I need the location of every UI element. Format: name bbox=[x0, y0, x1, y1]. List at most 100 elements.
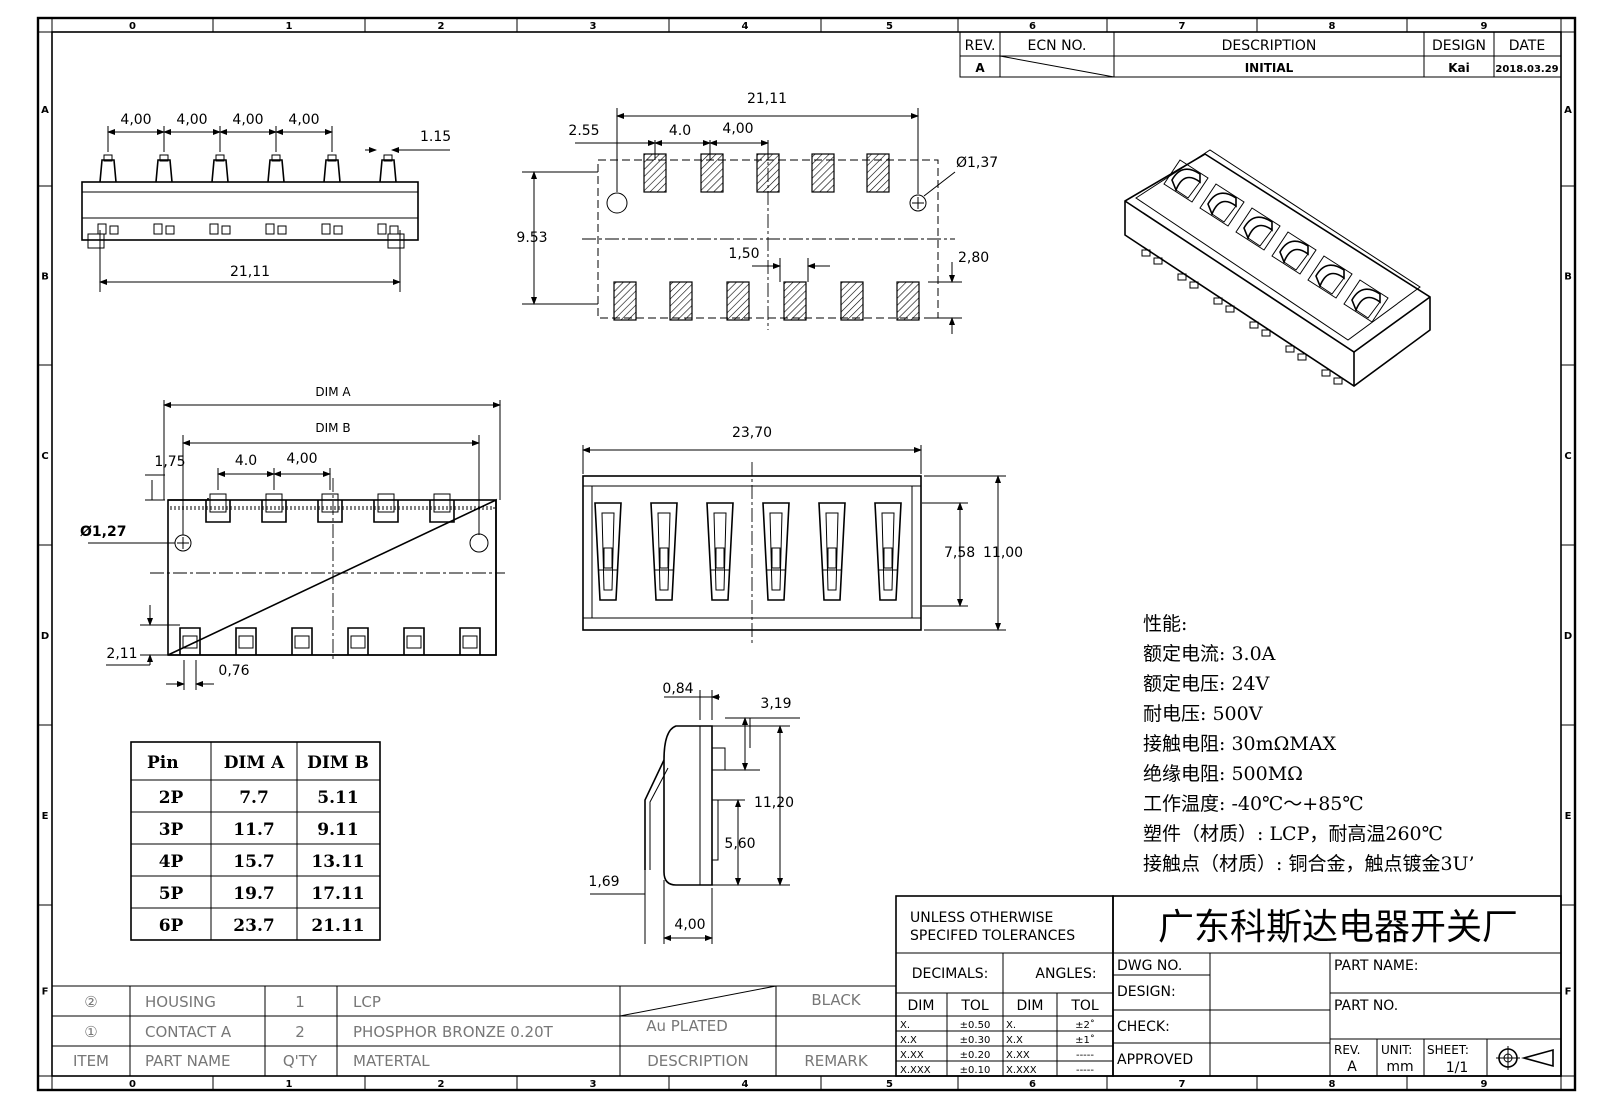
grid-col-label: 9 bbox=[1481, 1079, 1488, 1090]
pin-table-header: Pin bbox=[147, 753, 179, 773]
bom-description-1: Au PLATED bbox=[646, 1017, 728, 1035]
bottom-lead-dim: 2,11 bbox=[106, 646, 137, 662]
grid-col-label: 2 bbox=[438, 21, 445, 32]
side-height-dim: 11,20 bbox=[754, 795, 794, 811]
grid-col-label: 4 bbox=[742, 21, 749, 32]
dec-dim-cell: X. bbox=[900, 1020, 910, 1031]
part-name-label: PART NAME: bbox=[1334, 958, 1419, 974]
grid-row-label: D bbox=[1564, 631, 1572, 642]
top-pitch-dim: 4,00 bbox=[176, 112, 207, 128]
revision-description: INITIAL bbox=[1245, 61, 1294, 75]
grid-row-label: C bbox=[41, 451, 48, 462]
rev-value-title: A bbox=[1347, 1059, 1357, 1075]
front-inner-height-dim: 7,58 bbox=[944, 545, 975, 561]
grid-col-label: 6 bbox=[1029, 1079, 1036, 1090]
grid-col-label: 8 bbox=[1329, 1079, 1336, 1090]
rev-label: REV. bbox=[1334, 1043, 1360, 1057]
pin-table-cell: 23.7 bbox=[233, 916, 274, 936]
pin-table-cell: 6P bbox=[159, 916, 184, 936]
approved-label: APPROVED bbox=[1117, 1052, 1193, 1068]
pin-table-cell: 19.7 bbox=[233, 884, 274, 904]
pin-table-cell: 4P bbox=[159, 852, 184, 872]
grid-col-label: 2 bbox=[438, 1079, 445, 1090]
side-b-dim: 3,19 bbox=[760, 696, 791, 712]
top-pitch-dim: 4,00 bbox=[288, 112, 319, 128]
sheet-value: 1/1 bbox=[1446, 1060, 1469, 1076]
decimals-label: DECIMALS: bbox=[912, 966, 989, 982]
front-length-dim: 23,70 bbox=[732, 425, 772, 441]
dec-tol-cell: ±0.50 bbox=[960, 1020, 991, 1031]
isometric-view bbox=[1124, 149, 1431, 387]
pcb-height-dim: 9.53 bbox=[516, 230, 547, 246]
pin-table-cell: 5P bbox=[159, 884, 184, 904]
dec-tol-cell: ±0.30 bbox=[960, 1035, 991, 1046]
title-block: 广东科斯达电器开关厂 DWG NO. DESIGN: CHECK: APPROV… bbox=[1112, 895, 1562, 1077]
bom-qty-2: 1 bbox=[295, 993, 305, 1011]
bom-header-material: MATERTAL bbox=[353, 1052, 430, 1070]
bom-item-1: ① bbox=[84, 1023, 97, 1041]
grid-col-label: 5 bbox=[886, 1079, 893, 1090]
ecn-header: ECN NO. bbox=[1028, 38, 1087, 54]
pin-table-cell: 3P bbox=[159, 820, 184, 840]
spec-line: 额定电流: 3.0A bbox=[1143, 643, 1276, 665]
top-pin-width-dim: 1.15 bbox=[420, 129, 451, 145]
top-pitch-dim: 4,00 bbox=[120, 112, 151, 128]
spec-line: 耐电压: 500V bbox=[1143, 703, 1263, 725]
dec-dim-cell: X.XXX bbox=[900, 1065, 931, 1076]
design-label: DESIGN: bbox=[1117, 984, 1176, 1000]
bom-part-2: HOUSING bbox=[145, 993, 216, 1011]
grid-row-label: B bbox=[1564, 272, 1572, 283]
bom-header-remark: REMARK bbox=[804, 1052, 869, 1070]
grid-col-label: 7 bbox=[1179, 21, 1186, 32]
pin-table-cell: 2P bbox=[159, 788, 184, 808]
revision-block: REV. ECN NO. DESCRIPTION DESIGN DATE A I… bbox=[959, 31, 1562, 78]
date-header: DATE bbox=[1509, 38, 1545, 54]
check-label: CHECK: bbox=[1117, 1019, 1170, 1035]
grid-col-label: 0 bbox=[129, 21, 136, 32]
dim-a-label: DIM A bbox=[315, 385, 351, 399]
pin-table-cell: 15.7 bbox=[233, 852, 274, 872]
grid-row-label: F bbox=[1565, 987, 1572, 998]
projection-symbol-icon bbox=[1496, 1046, 1554, 1070]
bom-header-qty: Q'TY bbox=[283, 1052, 318, 1070]
grid-col-label: 9 bbox=[1481, 21, 1488, 32]
bom-table: ② HOUSING 1 LCP BLACK ① CONTACT A 2 PHOS… bbox=[52, 985, 896, 1076]
dim-b-label: DIM B bbox=[315, 421, 350, 435]
bom-material-1: PHOSPHOR BRONZE 0.20T bbox=[353, 1023, 554, 1041]
grid-row-label: E bbox=[42, 811, 49, 822]
front-outer-height-dim: 11,00 bbox=[983, 545, 1023, 561]
design-header: DESIGN bbox=[1432, 38, 1486, 54]
side-view: 0,84 3,19 11,20 5,60 1,69 4,00 bbox=[588, 681, 800, 944]
dwg-no-label: DWG NO. bbox=[1117, 958, 1182, 974]
dec-tol-cell: ±0.20 bbox=[960, 1050, 991, 1061]
part-no-label: PART NO. bbox=[1334, 998, 1398, 1014]
pin-table-cell: 9.11 bbox=[317, 820, 358, 840]
pin-table-cell: 11.7 bbox=[233, 820, 274, 840]
tolerance-title-1: UNLESS OTHERWISE bbox=[910, 910, 1053, 926]
side-mid-dim: 5,60 bbox=[724, 836, 755, 852]
grid-row-label: B bbox=[41, 272, 49, 283]
grid-col-label: 3 bbox=[590, 21, 597, 32]
ang-tol-cell: ----- bbox=[1076, 1065, 1094, 1076]
ang-tol-cell: ----- bbox=[1076, 1050, 1094, 1061]
dec-dim-header: DIM bbox=[908, 998, 935, 1014]
bom-item-2: ② bbox=[84, 993, 97, 1011]
grid-col-label: 6 bbox=[1029, 21, 1036, 32]
ang-dim-cell: X. bbox=[1006, 1020, 1016, 1031]
grid-row-label: A bbox=[1564, 105, 1572, 116]
spec-line: 塑件（材质）: LCP，耐高温260℃ bbox=[1143, 823, 1443, 845]
bom-material-2: LCP bbox=[353, 993, 381, 1011]
dec-dim-cell: X.X bbox=[900, 1035, 917, 1046]
rev-header: REV. bbox=[965, 38, 996, 54]
pcb-pitch-b-dim: 4,00 bbox=[722, 121, 753, 137]
side-a-dim: 0,84 bbox=[662, 681, 693, 697]
revision-date: 2018.03.29 bbox=[1495, 64, 1558, 75]
dec-tol-cell: ±0.10 bbox=[960, 1065, 991, 1076]
dec-tol-header: TOL bbox=[960, 998, 989, 1014]
top-pitch-dim: 4,00 bbox=[232, 112, 263, 128]
bom-header-description: DESCRIPTION bbox=[647, 1052, 749, 1070]
bottom-offset-dim: 1,75 bbox=[154, 454, 185, 470]
